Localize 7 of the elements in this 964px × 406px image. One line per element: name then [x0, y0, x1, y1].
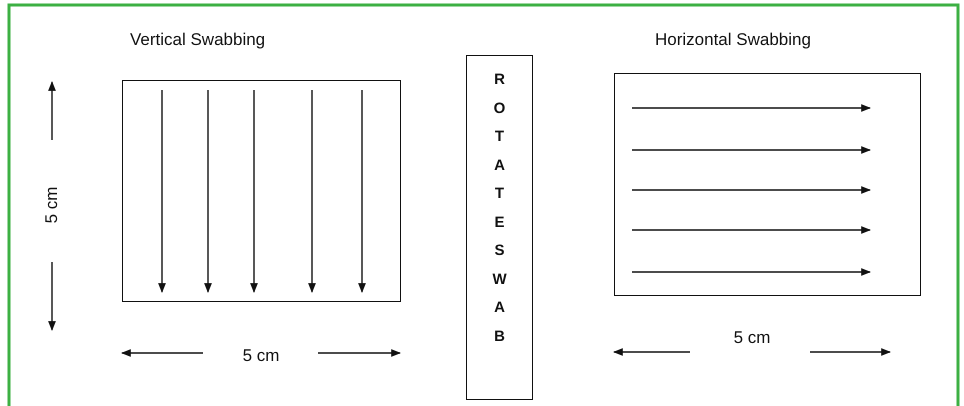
label-box — [466, 55, 533, 400]
dimension-label: 5 cm — [242, 346, 280, 366]
section-heading: Vertical Swabbing — [130, 30, 266, 50]
vertical-label: ROTATE SWAB — [492, 70, 506, 346]
section-heading: Horizontal Swabbing — [655, 30, 811, 50]
dimension-label: 5 cm — [42, 186, 62, 224]
dimension-label: 5 cm — [734, 328, 770, 348]
